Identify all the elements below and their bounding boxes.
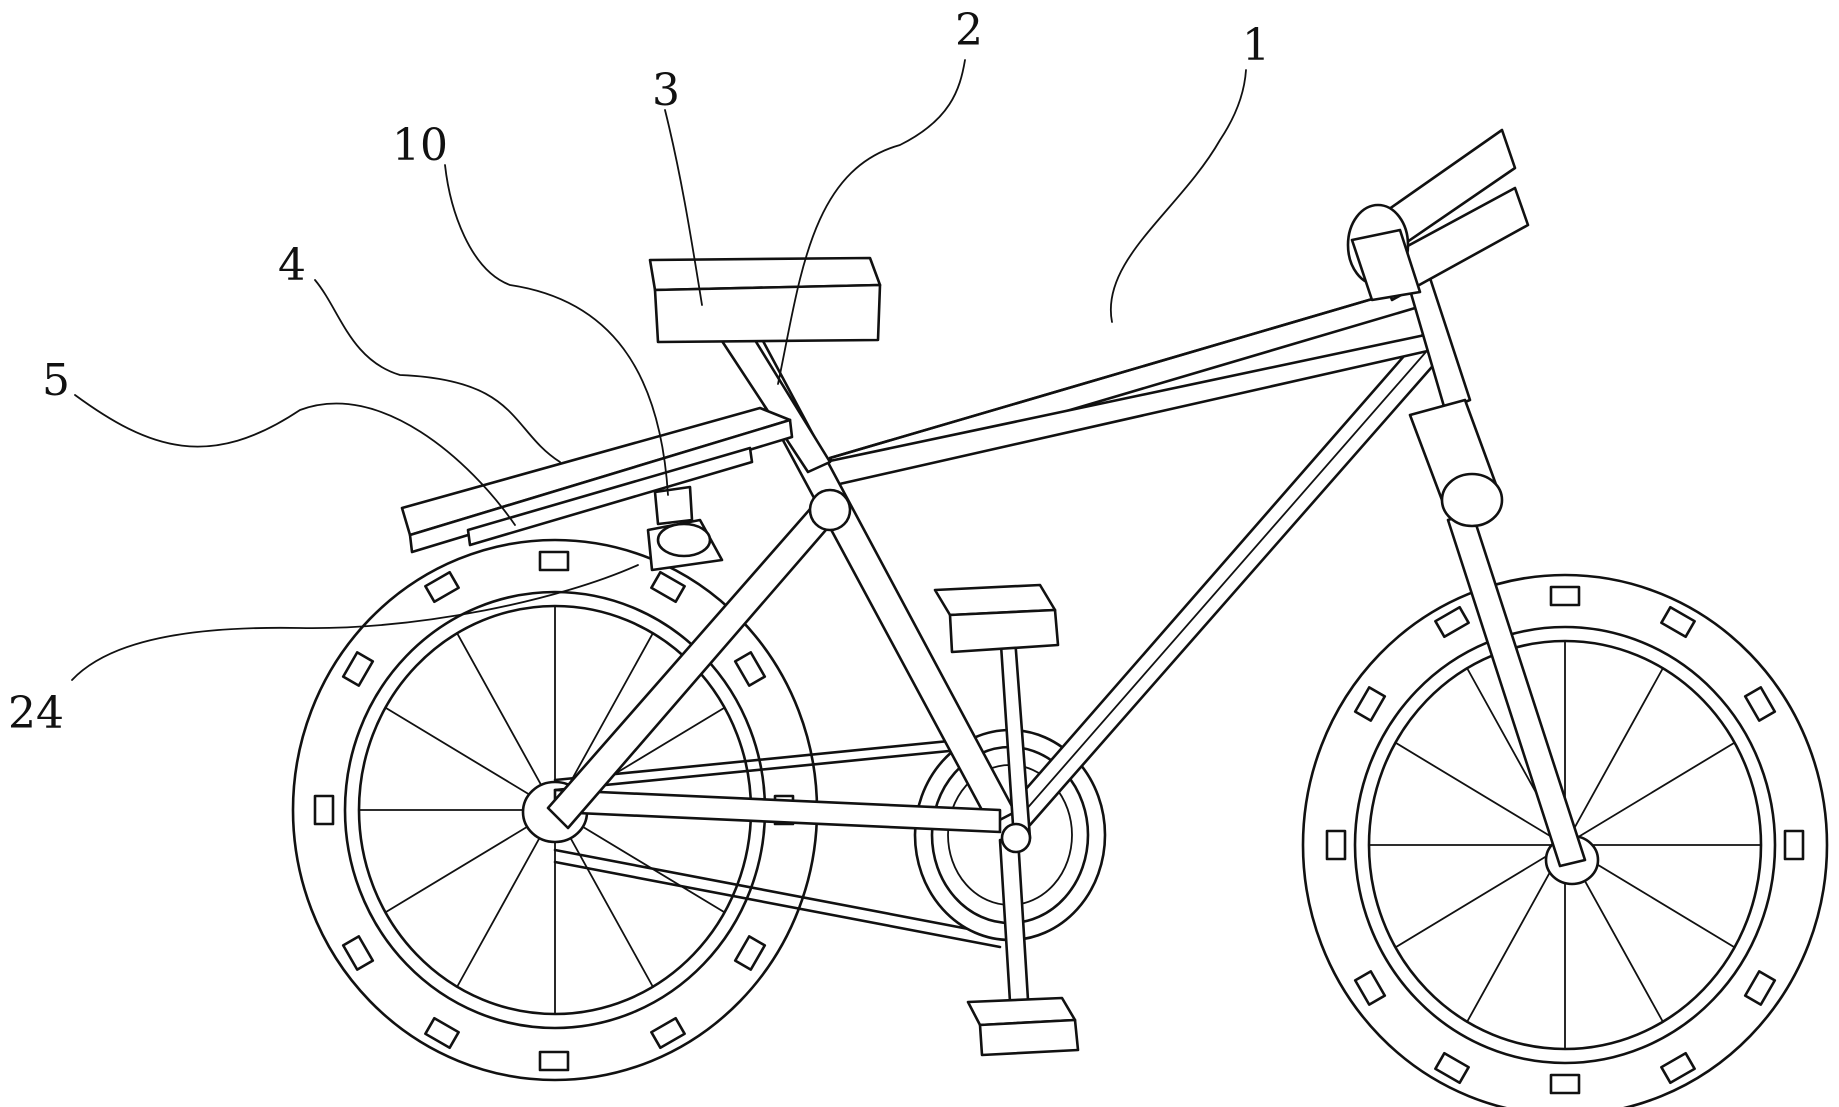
leader-line-4 <box>315 280 560 462</box>
label-5: 5 <box>42 355 70 406</box>
lower-pedal <box>968 998 1078 1055</box>
label-4: 4 <box>278 240 306 291</box>
label-3: 3 <box>652 65 680 116</box>
upper-pedal <box>935 585 1058 652</box>
leader-line-1 <box>1111 70 1246 322</box>
label-2: 2 <box>955 5 983 56</box>
label-24: 24 <box>8 688 64 739</box>
label-10: 10 <box>392 120 448 171</box>
handlebar <box>1348 130 1528 300</box>
rear-rack <box>402 408 792 570</box>
bicycle-frame <box>548 278 1585 866</box>
label-1: 1 <box>1242 20 1270 71</box>
